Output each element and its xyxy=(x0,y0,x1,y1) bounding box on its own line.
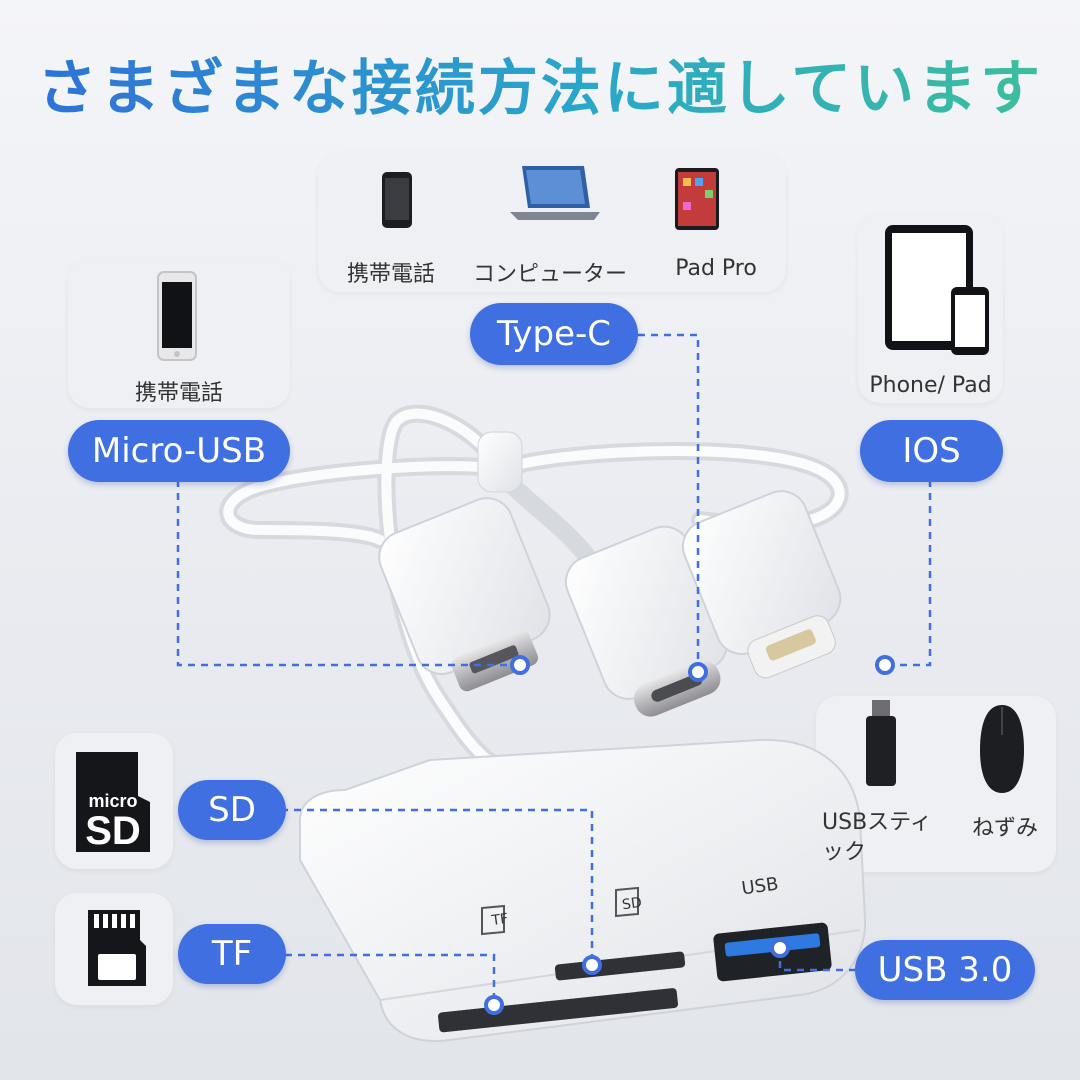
usb3-pill: USB 3.0 xyxy=(855,940,1035,1000)
tablet-icon xyxy=(675,168,719,230)
ios-line xyxy=(885,480,932,667)
tf-card-icon xyxy=(88,910,146,986)
callout-lines xyxy=(176,333,932,1005)
ios-device-label: Phone/ Pad xyxy=(869,373,992,398)
micro-sd-card-icon: micro SD xyxy=(76,752,150,853)
micro-usb-connector xyxy=(378,497,551,692)
callout-dots xyxy=(484,655,895,1015)
lightning-connector xyxy=(681,490,842,679)
page-title: さまざまな接続方法に適しています xyxy=(0,40,1080,127)
ios-pill: IOS xyxy=(860,420,1003,482)
laptop-icon xyxy=(510,166,600,220)
usb-stick-icon xyxy=(866,700,896,786)
mouse-label: ねずみ xyxy=(971,816,1038,841)
type-c-device-label-computer: コンピューター xyxy=(472,262,627,287)
micro-usb-line xyxy=(176,480,520,667)
svg-text:SD: SD xyxy=(85,809,141,853)
type-c-device-label-padpro: Pad Pro xyxy=(675,256,757,281)
micro-usb-phone-icon xyxy=(157,271,197,361)
mouse-icon xyxy=(980,705,1024,793)
cable-splitter xyxy=(477,431,523,493)
type-c-device-label-phone: 携帯電話 xyxy=(346,262,435,287)
usb-stick-label: USBスティック xyxy=(822,810,932,865)
phone-icon xyxy=(382,172,412,228)
type-c-line xyxy=(638,333,700,672)
tf-slot xyxy=(438,988,679,1033)
type-c-pill: Type-C xyxy=(470,303,638,365)
sd-pill: SD xyxy=(178,780,286,840)
iphone-ipad-icon xyxy=(885,225,989,355)
micro-usb-device-label: 携帯電話 xyxy=(134,381,223,406)
tf-pill: TF xyxy=(178,924,286,984)
svg-text:micro: micro xyxy=(88,791,137,811)
tf-line xyxy=(285,953,496,1005)
usb3-line xyxy=(778,948,855,972)
micro-usb-pill: Micro-USB xyxy=(68,420,290,482)
